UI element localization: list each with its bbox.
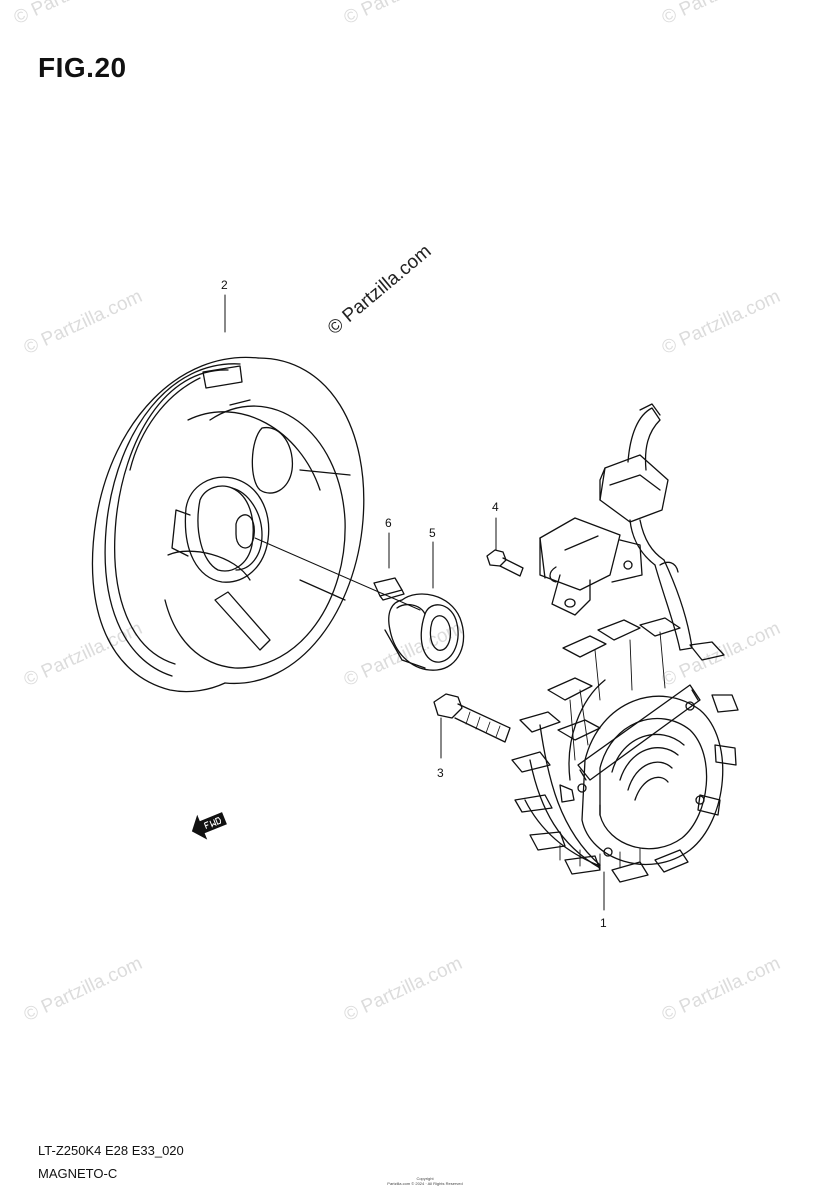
figure-title: FIG.20: [38, 52, 127, 83]
stator-coil: [512, 618, 738, 882]
leader-lines: [225, 295, 604, 910]
stator-bolt: [434, 694, 510, 742]
callout-2: 2: [221, 278, 228, 292]
copyright-heading: Copyright: [416, 1176, 434, 1181]
callout-4: 4: [492, 500, 499, 514]
callout-6: 6: [385, 516, 392, 530]
front-arrow-icon: [188, 807, 229, 842]
sensor-screw: [487, 550, 523, 576]
pickup-sensor: [540, 404, 692, 650]
collar: [385, 594, 464, 670]
woodruff-key: [374, 578, 404, 600]
flywheel-rotor: [92, 357, 420, 691]
copyright-notice: Copyright Partzilla.com © 2024 · All Rig…: [360, 1176, 490, 1186]
copyright-line: Partzilla.com © 2024 · All Rights Reserv…: [387, 1181, 463, 1186]
model-code: LT-Z250K4 E28 E33_020: [38, 1143, 184, 1158]
callout-1: 1: [600, 916, 607, 930]
callout-3: 3: [437, 766, 444, 780]
callout-5: 5: [429, 526, 436, 540]
section-name: MAGNETO-C: [38, 1166, 118, 1181]
